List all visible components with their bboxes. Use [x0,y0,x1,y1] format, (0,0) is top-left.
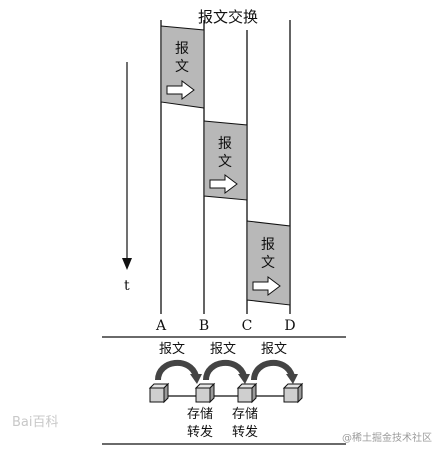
node-cube-icon [194,382,216,404]
arrow-right-icon [209,174,238,194]
curved-arrow-icon [251,359,298,384]
node-cube-icon [282,382,304,404]
time-label: t [124,278,130,294]
watermark-baike: Bai百科 [12,415,59,430]
node-label-c: C [242,318,253,334]
arrow-right-icon [252,276,281,296]
store-forward-1-line1: 存储 [187,407,213,422]
store-forward-1-line2: 转发 [187,424,213,440]
hop-label-3: 报文 [261,342,287,357]
curved-arrow-icon [203,359,250,384]
node-label-a: A [155,318,167,334]
packet-3-char-2: 文 [261,255,275,271]
message-packet-3: 报 文 [246,220,291,306]
node-label-b: B [199,318,209,334]
diagram-title: 报文交换 [198,8,258,26]
node-cube-icon [236,382,258,404]
node-label-d: D [284,318,295,334]
time-arrow-icon [122,62,132,270]
curved-arrow-icon [155,359,202,384]
message-packet-1: 报 文 [160,25,205,109]
arrow-right-icon [166,80,195,100]
packet-2-char-1: 报 [218,136,232,152]
packet-1-char-2: 文 [175,59,189,75]
watermark-juejin: @稀土掘金技术社区 [342,431,432,444]
hop-label-1: 报文 [159,342,185,357]
store-forward-2-line2: 转发 [232,424,258,440]
packet-1-char-1: 报 [175,41,189,57]
packet-3-char-1: 报 [261,237,275,253]
store-forward-2-line1: 存储 [232,407,258,422]
packet-2-char-2: 文 [218,154,232,170]
message-packet-2: 报 文 [203,120,248,201]
node-cube-icon [148,382,170,404]
hop-label-2: 报文 [210,342,236,357]
